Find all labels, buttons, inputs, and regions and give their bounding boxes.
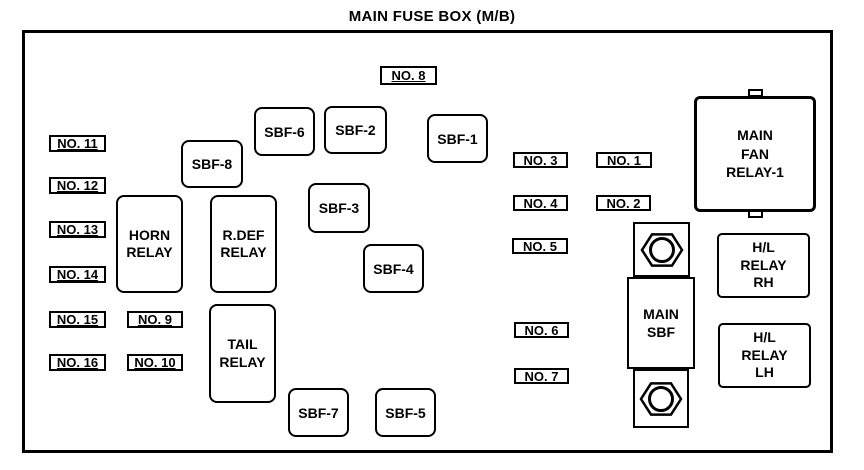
horn-relay: HORN RELAY — [116, 195, 183, 293]
fuse-label-no-7: NO. 7 — [514, 368, 569, 384]
fuse-label-no-15: NO. 15 — [49, 311, 106, 328]
rdef-relay: R.DEF RELAY — [210, 195, 277, 293]
fuse-label-no-13: NO. 13 — [49, 221, 106, 238]
main-sbf-top-terminal — [633, 222, 690, 277]
fuse-label-no-10: NO. 10 — [127, 354, 183, 371]
fuse-label-no-4: NO. 4 — [513, 195, 568, 211]
hl-relay-rh: H/L RELAY RH — [717, 233, 810, 298]
fuse-label-no-5: NO. 5 — [512, 238, 568, 254]
fuse-label-no-12: NO. 12 — [49, 177, 106, 194]
fuse-label-no-16: NO. 16 — [49, 354, 106, 371]
fuse-label-no-3: NO. 3 — [513, 152, 568, 168]
hex-bolt-icon — [639, 381, 683, 416]
fuse-sbf-5: SBF-5 — [375, 388, 436, 437]
fuse-sbf-6: SBF-6 — [254, 107, 315, 156]
fuse-label-no-14: NO. 14 — [49, 266, 106, 283]
fuse-sbf-7: SBF-7 — [288, 388, 349, 437]
hex-bolt-icon — [640, 232, 683, 267]
fuse-label-no-1: NO. 1 — [596, 152, 652, 168]
main-sbf: MAIN SBF — [627, 277, 695, 369]
fuse-sbf-8: SBF-8 — [181, 140, 243, 188]
fuse-label-no-2: NO. 2 — [596, 195, 651, 211]
fuse-label-no-8: NO. 8 — [380, 66, 437, 85]
fuse-label-no-11: NO. 11 — [49, 135, 106, 152]
hl-relay-lh: H/L RELAY LH — [718, 323, 811, 388]
fuse-sbf-1: SBF-1 — [427, 114, 488, 163]
fuse-label-no-9: NO. 9 — [127, 311, 183, 328]
fuse-label-no-6: NO. 6 — [514, 322, 569, 338]
fuse-sbf-2: SBF-2 — [324, 106, 387, 154]
tail-relay: TAIL RELAY — [209, 304, 276, 403]
fuse-sbf-3: SBF-3 — [308, 183, 370, 233]
main-fan-relay-1: MAIN FAN RELAY-1 — [694, 96, 816, 212]
main-sbf-bottom-terminal — [633, 369, 689, 428]
diagram-title: MAIN FUSE BOX (M/B) — [348, 8, 516, 25]
fuse-sbf-4: SBF-4 — [363, 244, 424, 293]
